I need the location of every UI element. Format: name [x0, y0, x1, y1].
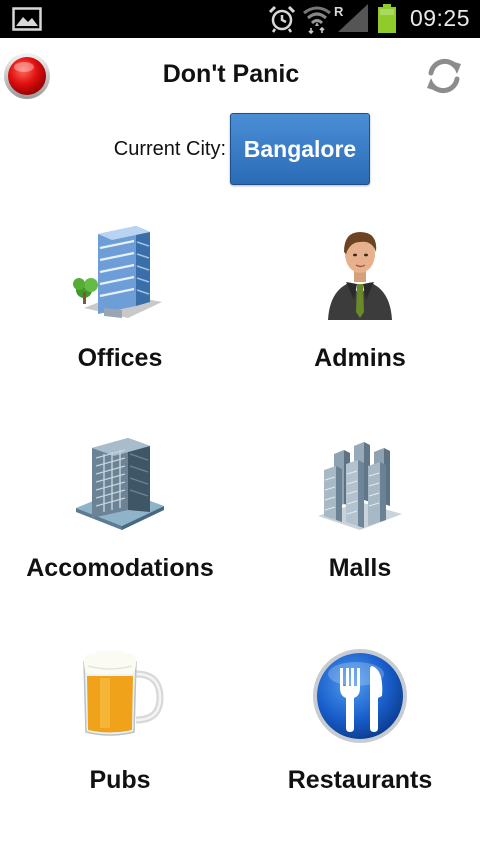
accomodations-tile[interactable]: Accomodations — [0, 434, 240, 634]
admins-tile[interactable]: Admins — [240, 222, 480, 422]
refresh-icon[interactable] — [421, 53, 467, 99]
city-select-button-label: Bangalore — [243, 135, 357, 162]
office-building-icon — [73, 226, 162, 318]
status-bar: R 09:25 — [0, 0, 480, 38]
malls-label: Malls — [328, 554, 392, 582]
current-city-label: Current City: — [113, 138, 226, 160]
wifi-icon — [303, 6, 331, 34]
record-button-icon[interactable] — [3, 52, 51, 100]
offices-tile[interactable]: Offices — [0, 222, 240, 422]
admins-label: Admins — [314, 344, 406, 372]
fork-knife-icon — [313, 649, 407, 743]
alarm-clock-icon — [268, 5, 296, 33]
accommodation-building-icon — [76, 438, 164, 530]
offices-label: Offices — [77, 344, 163, 372]
battery-icon — [378, 4, 396, 33]
mall-buildings-icon — [318, 442, 402, 530]
beer-mug-icon — [83, 650, 164, 736]
restaurants-label: Restaurants — [287, 766, 433, 794]
city-select-button[interactable]: Bangalore — [230, 113, 370, 185]
pubs-label: Pubs — [89, 766, 151, 794]
restaurants-tile[interactable]: Restaurants — [240, 646, 480, 846]
accomodations-label: Accomodations — [26, 554, 214, 582]
gallery-icon — [12, 7, 42, 31]
malls-tile[interactable]: Malls — [240, 434, 480, 634]
page-title: Don't Panic — [162, 60, 300, 88]
roaming-indicator: R — [334, 4, 344, 19]
status-time: 09:25 — [409, 5, 470, 31]
pubs-tile[interactable]: Pubs — [0, 646, 240, 846]
admin-person-icon — [328, 232, 392, 320]
signal-strength-icon: R — [334, 4, 368, 32]
